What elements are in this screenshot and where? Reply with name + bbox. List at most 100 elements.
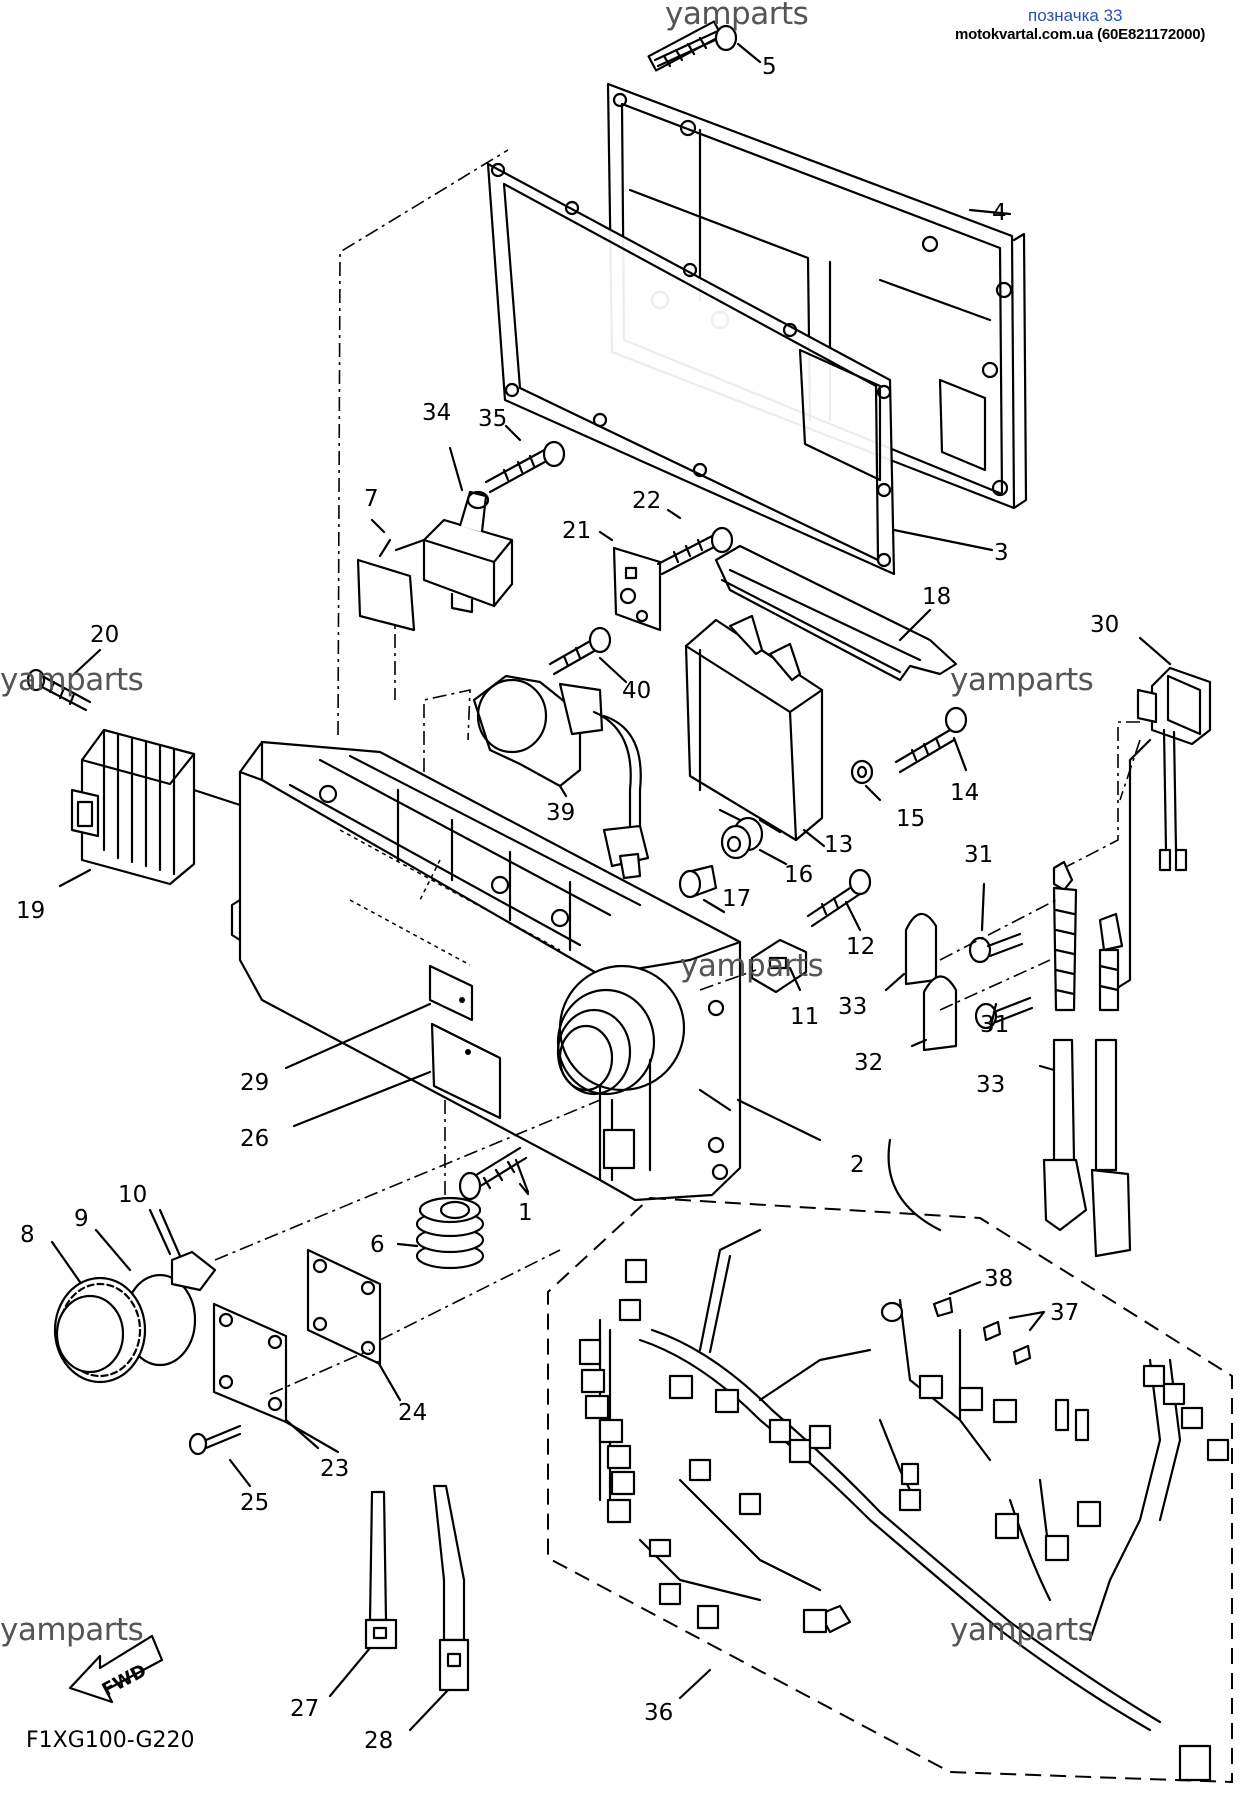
bolt-1 [458,1146,530,1201]
screw-22 [656,508,734,576]
callout-8: 8 [20,1222,35,1248]
wire-harness-37 [578,1138,1230,1782]
pad-7 [356,518,426,632]
screw-31-lower [974,996,1034,1032]
callout-32: 32 [854,1050,884,1076]
page-marker-label: позначка 33 [1028,6,1123,25]
callout-15: 15 [896,806,926,832]
rectifier-19 [58,728,242,888]
leader-4 [968,208,1012,216]
washer-15 [850,759,882,802]
leader-10 [148,1208,172,1256]
callout-37: 36 [644,1700,674,1726]
electrical-box-2 [230,740,742,1202]
leader-38 [1008,1310,1046,1332]
cap-8 [53,1273,197,1384]
watermark: yamparts [0,662,144,698]
leader-8 [50,1240,82,1284]
alignment-line-11 [699,969,757,991]
screw-41 [548,626,628,684]
screw-14 [894,706,968,774]
screw-25 [188,1424,252,1488]
callout-21: 21 [562,518,592,544]
sensor-40 [472,674,650,880]
cable-tie-27 [328,1490,398,1698]
gasket-3 [486,162,896,576]
watermark: yamparts [950,1612,1094,1648]
callout-6: 6 [370,1232,385,1258]
callout-1: 1 [518,1200,533,1226]
callout-31-lower: 31 [980,1012,1010,1038]
holder-18 [714,544,958,682]
bracket-21 [598,530,662,632]
callout-27: 27 [290,1696,320,1722]
callout-26: 26 [240,1126,270,1152]
leader-39 [948,1280,982,1296]
callout-24: 24 [398,1400,428,1426]
relay-35 [422,446,514,614]
watermark: yamparts [665,0,809,32]
cable-33 [1038,860,1132,1258]
switch-30 [1112,636,1212,992]
watermark: yamparts [680,948,824,984]
alignment-line-40 [423,688,471,772]
leader-23 [284,1418,320,1450]
screw-12 [806,868,872,932]
leader-9 [94,1228,132,1272]
callout-36: 35 [478,406,508,432]
callout-13: 13 [824,832,854,858]
callout-9: 9 [74,1206,89,1232]
watermark: yamparts [0,1612,144,1648]
screw-36 [484,424,566,494]
callout-3: 3 [994,540,1009,566]
alignment-line-30 [1059,721,1141,871]
source-site-label: motokvartal.com.ua (60E821172000) [955,26,1206,43]
callout-17: 17 [722,886,752,912]
callout-18: 18 [922,584,952,610]
callout-35: 34 [422,400,452,426]
leader-2 [736,1098,822,1142]
callout-14: 14 [950,780,980,806]
callout-28: 28 [364,1728,394,1754]
callout-5: 5 [762,54,777,80]
grommet-16 [720,816,788,866]
label-plate-29 [428,964,474,1022]
diagram-code: F1XG100-G220 [26,1728,195,1753]
watermark: yamparts [950,662,1094,698]
callout-40: 39 [546,800,576,826]
callout-2: 2 [850,1152,865,1178]
collar-17 [678,864,726,914]
cover-plate-4 [606,82,1028,510]
screw-31-upper [968,882,1024,964]
callout-39: 38 [984,1266,1014,1292]
leader-3 [892,528,994,552]
alignment-line-10 [214,1099,601,1261]
alignment-line-24 [269,1249,561,1395]
leader-26 [292,1070,432,1128]
callout-7: 7 [364,486,379,512]
bracket-11 [750,938,808,994]
callout-41: 40 [622,678,652,704]
screw-20 [26,648,102,712]
callout-23: 23 [320,1456,350,1482]
leader-37 [678,1668,712,1700]
cap-32 [910,975,958,1052]
callout-29: 29 [240,1070,270,1096]
cdi-unit-13 [684,614,826,848]
callout-4: 4 [992,200,1007,226]
harness-region-border [547,1196,1233,1784]
callout-12: 12 [846,934,876,960]
cap-34 [884,912,938,992]
screw-5 [647,20,762,72]
callout-11: 11 [790,1004,820,1030]
callout-31-upper: 31 [964,842,994,868]
callout-19: 19 [16,898,46,924]
callout-34: 33 [838,994,868,1020]
plate-24 [306,1248,402,1402]
callout-16: 16 [784,862,814,888]
callout-25: 25 [240,1490,270,1516]
grommet-6 [396,1100,485,1270]
label-plate-26 [430,1022,502,1120]
callout-33: 33 [976,1072,1006,1098]
